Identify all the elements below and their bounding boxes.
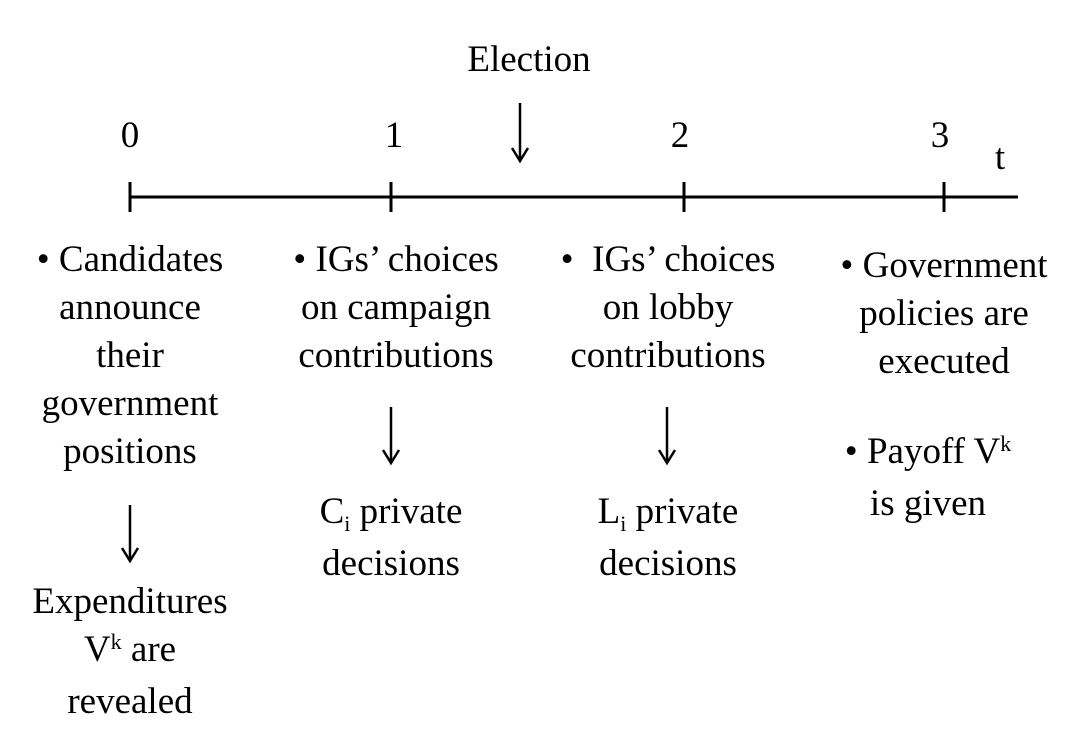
stage3-line-3: executed — [878, 341, 1010, 382]
stage1-line-1: • IGs’ choices — [293, 239, 499, 280]
tick-label-0: 0 — [120, 115, 140, 156]
subscript-i: i — [344, 511, 351, 536]
bullet: • — [844, 431, 858, 472]
stage1-result-line-2: decisions — [322, 543, 460, 584]
bullet: • — [36, 239, 50, 280]
stage3-line-2: policies are — [859, 293, 1029, 334]
stage1-arrow — [381, 407, 401, 466]
stage1-line-2: on campaign — [300, 287, 492, 328]
bullet: • — [293, 239, 307, 280]
election-label: Election — [467, 39, 591, 80]
stage0-result-line-2: Vk are — [83, 629, 177, 670]
stage3-line-1: • Government — [840, 245, 1048, 286]
stage0-line-4: government — [41, 383, 219, 424]
bullet: • — [560, 239, 574, 280]
subscript-i: i — [620, 511, 627, 536]
stage0-result: Expenditures Vk are revealed — [10, 578, 250, 726]
tick-label-2: 2 — [670, 115, 690, 156]
stage3-payoff-line-1: • Payoff Vk — [844, 431, 1012, 472]
stage1-result-line-1: Ci private — [319, 491, 463, 536]
stage0-arrow — [120, 505, 140, 564]
stage1-result: Ci private decisions — [281, 488, 501, 588]
stage0-description: • Candidates announce their government p… — [10, 236, 250, 476]
stage3-description: • Government policies are executed — [820, 242, 1068, 386]
stage0-line-3: their — [96, 335, 164, 376]
stage0-line-2: announce — [59, 287, 201, 328]
stage3-payoff: • Payoff Vk is given — [818, 428, 1038, 528]
stage3-payoff-line-2: is given — [869, 483, 987, 524]
bullet: • — [840, 245, 854, 286]
stage2-result-line-1: Li private — [597, 491, 739, 536]
superscript-k: k — [110, 629, 122, 654]
tick-label-3: 3 — [930, 115, 950, 156]
stage2-description: • IGs’ choices on lobby contributions — [543, 236, 793, 380]
stage0-line-1: • Candidates — [36, 239, 224, 280]
superscript-k: k — [1000, 431, 1012, 456]
stage2-result: Li private decisions — [558, 488, 778, 588]
stage0-result-line-1: Expenditures — [32, 581, 228, 622]
stage0-result-line-3: revealed — [67, 681, 193, 722]
stage2-line-2: on lobby — [602, 287, 734, 328]
stage2-line-3: contributions — [570, 335, 766, 376]
axis-label-t: t — [994, 137, 1006, 178]
election-arrow — [510, 103, 530, 164]
tick-label-1: 1 — [384, 115, 404, 156]
stage2-line-1: • IGs’ choices — [560, 239, 776, 280]
stage2-result-line-2: decisions — [599, 543, 737, 584]
stage1-description: • IGs’ choices on campaign contributions — [272, 236, 520, 380]
stage0-line-5: positions — [63, 431, 197, 472]
stage2-arrow — [657, 407, 677, 466]
stage1-line-3: contributions — [298, 335, 494, 376]
